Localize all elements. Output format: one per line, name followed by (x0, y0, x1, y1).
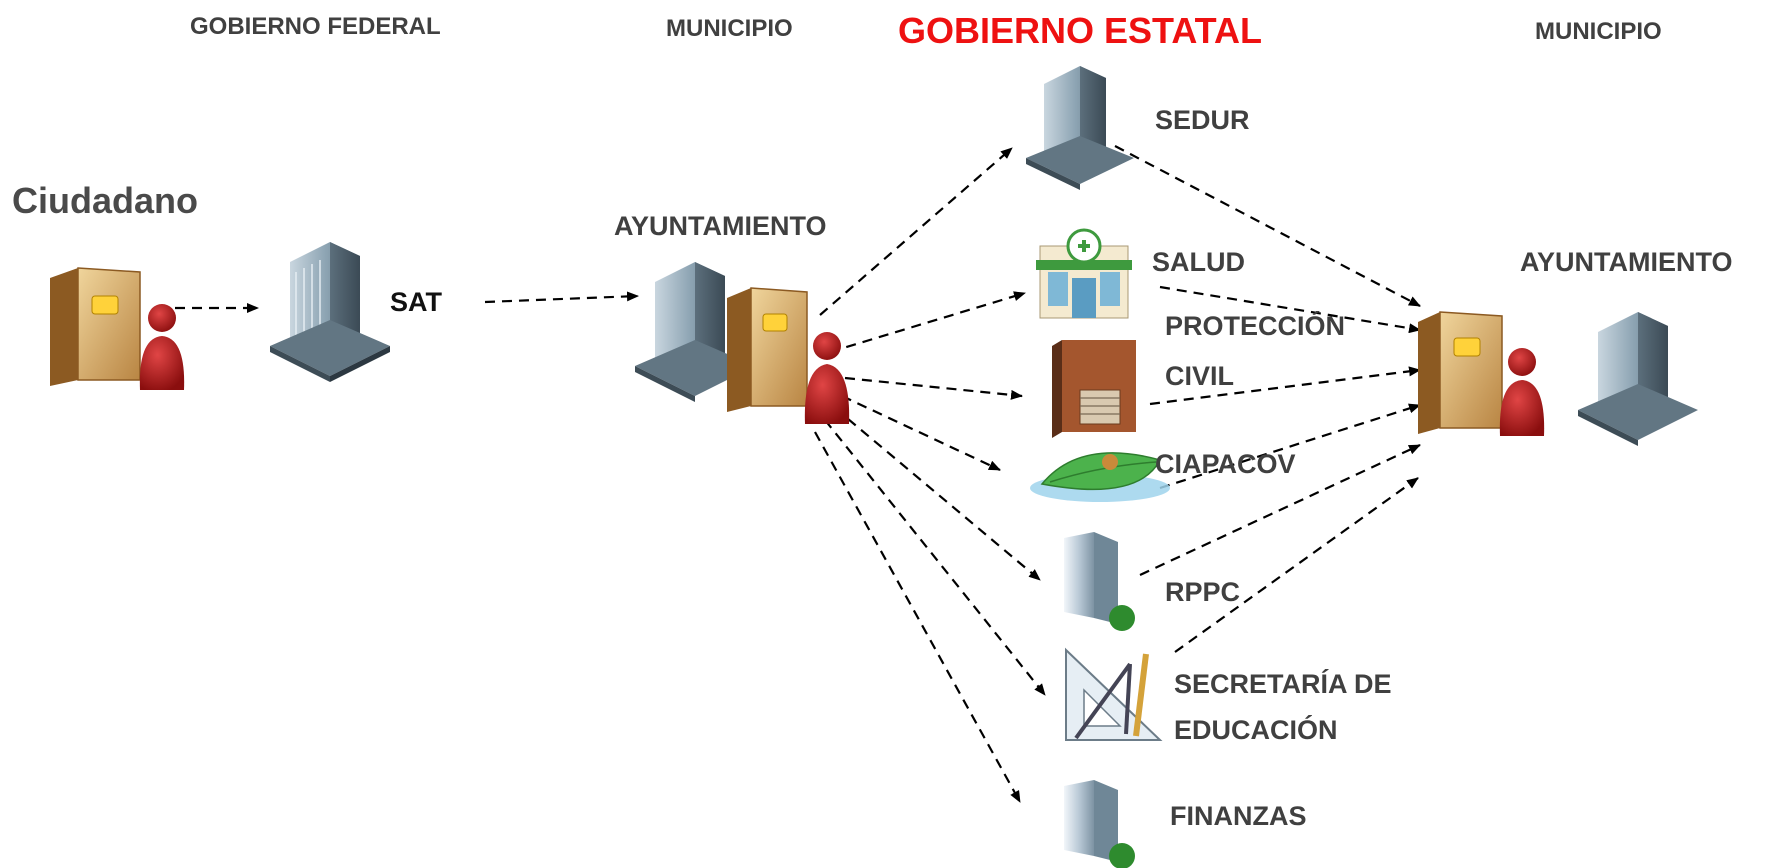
header-municipio-left: MUNICIPIO (666, 15, 793, 42)
arrow-ayuntamiento-finanzas (814, 431, 1021, 803)
finanzas-tower-icon (1064, 780, 1135, 868)
arrow-sedur-ayuntamiento (1114, 145, 1421, 307)
header-municipio-right: MUNICIPIO (1535, 18, 1662, 45)
ciapacov-water-leaf-icon (1030, 452, 1170, 502)
node-ciapacov: CIAPACOV (1155, 449, 1296, 479)
node-proteccion-line1: PROTECCIÓN (1165, 311, 1346, 341)
rppc-tower-icon (1064, 532, 1135, 631)
ayuntamiento-right-building-icon (1578, 312, 1698, 446)
node-ciudadano: Ciudadano (12, 180, 198, 221)
arrow-ayuntamiento-ciapacov (841, 395, 1001, 471)
node-proteccion-line2: CIVIL (1165, 361, 1235, 391)
proteccion-fire-station-icon (1052, 340, 1136, 438)
node-sat: SAT (390, 287, 442, 317)
node-salud: SALUD (1152, 247, 1245, 277)
arrow-ayuntamiento-salud (829, 291, 1026, 354)
arrow-ayuntamiento-rppc (834, 407, 1041, 581)
node-ayuntamiento-left: AYUNTAMIENTO (614, 211, 827, 241)
arrow-salud-ayuntamiento (1159, 285, 1421, 334)
node-educacion-line2: EDUCACIÓN (1174, 715, 1338, 745)
header-gobierno-federal: GOBIERNO FEDERAL (190, 13, 441, 40)
educacion-drafting-tools-icon (1065, 647, 1163, 741)
node-sedur: SEDUR (1155, 105, 1250, 135)
node-finanzas: FINANZAS (1170, 801, 1307, 831)
arrow-sat-ayuntamiento (484, 291, 639, 304)
ciudadano-person-folder-icon (50, 267, 185, 390)
arrow-ayuntamiento-proteccion (844, 376, 1023, 400)
arrows (158, 145, 1421, 803)
ayuntamiento-right-person-folder-icon (1418, 311, 1545, 436)
arrow-proteccion-ayuntamiento (1149, 366, 1421, 406)
arrow-educacion-ayuntamiento (1174, 477, 1419, 653)
node-rppc: RPPC (1165, 577, 1241, 607)
header-gobierno-estatal: GOBIERNO ESTATAL (898, 10, 1262, 51)
ayuntamiento-left-icon (635, 262, 850, 424)
arrow-ciapacov-ayuntamiento (1159, 403, 1421, 490)
sedur-building-icon (1026, 66, 1134, 190)
arrow-ayuntamiento-educacion (824, 419, 1046, 696)
sat-building-icon (270, 242, 390, 382)
arrow-ayuntamiento-sedur (819, 147, 1013, 316)
arrow-rppc-ayuntamiento (1139, 444, 1421, 576)
salud-pharmacy-icon (1036, 228, 1132, 319)
node-educacion-line1: SECRETARÍA DE (1174, 669, 1392, 699)
node-ayuntamiento-right: AYUNTAMIENTO (1520, 247, 1733, 277)
